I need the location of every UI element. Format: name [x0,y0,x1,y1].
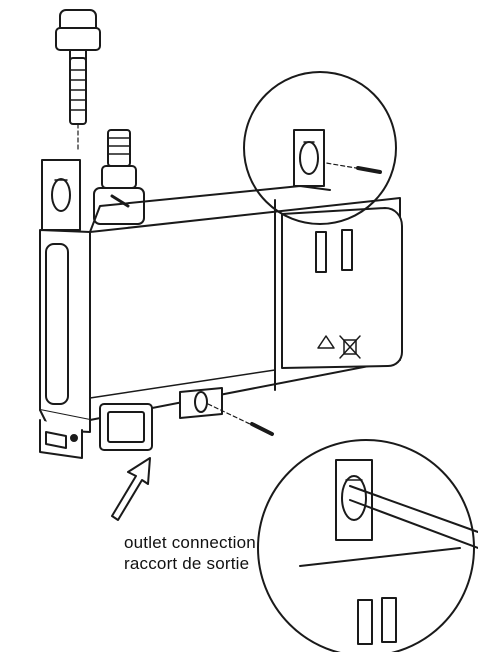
left-mounting-bracket [41,159,81,231]
lower-detail-circle [257,439,478,652]
outlet-fitting [93,129,145,225]
crossed-bin-icon [339,335,361,359]
outlet-caption: outlet connection raccort de sortie [124,532,256,574]
upper-screw [319,161,382,174]
lower-mounting-tab [179,387,223,419]
hose-connector-cap [55,9,101,151]
cover-panel [281,207,403,369]
outlet-block [99,403,153,451]
upper-detail-circle [243,71,397,225]
outlet-label-fr: raccort de sortie [124,554,250,573]
outlet-label-en: outlet connection [124,533,256,552]
bottom-clip [39,419,83,459]
recycle-icon [317,335,335,349]
outlet-arrow [111,457,151,521]
lower-screw [207,403,274,436]
